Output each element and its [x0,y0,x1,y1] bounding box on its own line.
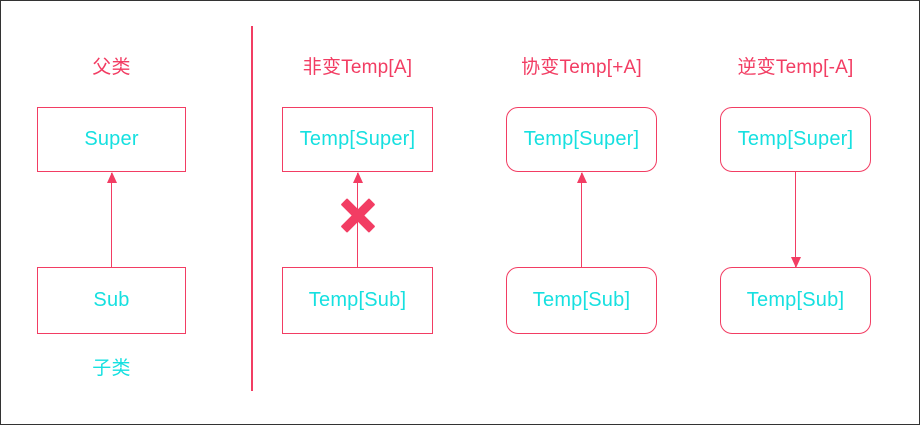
column-title-contravariant: 逆变Temp[-A] [737,57,854,78]
node-temp-super-contravariant: Temp[Super] [720,107,871,172]
node-super: Super [37,107,186,172]
column-title-covariant: 协变Temp[+A] [521,57,642,78]
arrow-head-down [790,257,801,268]
arrow-head-up [576,172,587,183]
node-temp-sub-contravariant: Temp[Sub] [720,267,871,334]
column-contravariant: 逆变Temp[-A] Temp[Super] Temp[Sub] [720,1,871,424]
vertical-divider [251,26,253,391]
column-legend: 父类 Super Sub 子类 [37,1,186,424]
column-title-legend: 父类 [92,57,131,78]
node-temp-super-invariant: Temp[Super] [282,107,433,172]
arrow-shaft [580,173,583,267]
column-covariant: 协变Temp[+A] Temp[Super] Temp[Sub] [506,1,657,424]
node-temp-sub-invariant: Temp[Sub] [282,267,433,334]
node-sub: Sub [37,267,186,334]
arrow-head-up [106,172,117,183]
node-temp-super-covariant: Temp[Super] [506,107,657,172]
column-footer-legend: 子类 [92,358,131,379]
cross-mark-icon [339,196,377,234]
arrow-shaft [794,172,797,267]
column-invariant: 非变Temp[A] Temp[Super] Temp[Sub] [282,1,433,424]
arrow-head-up [352,172,363,183]
arrow-shaft [110,173,113,267]
column-title-invariant: 非变Temp[A] [302,57,413,78]
node-temp-sub-covariant: Temp[Sub] [506,267,657,334]
